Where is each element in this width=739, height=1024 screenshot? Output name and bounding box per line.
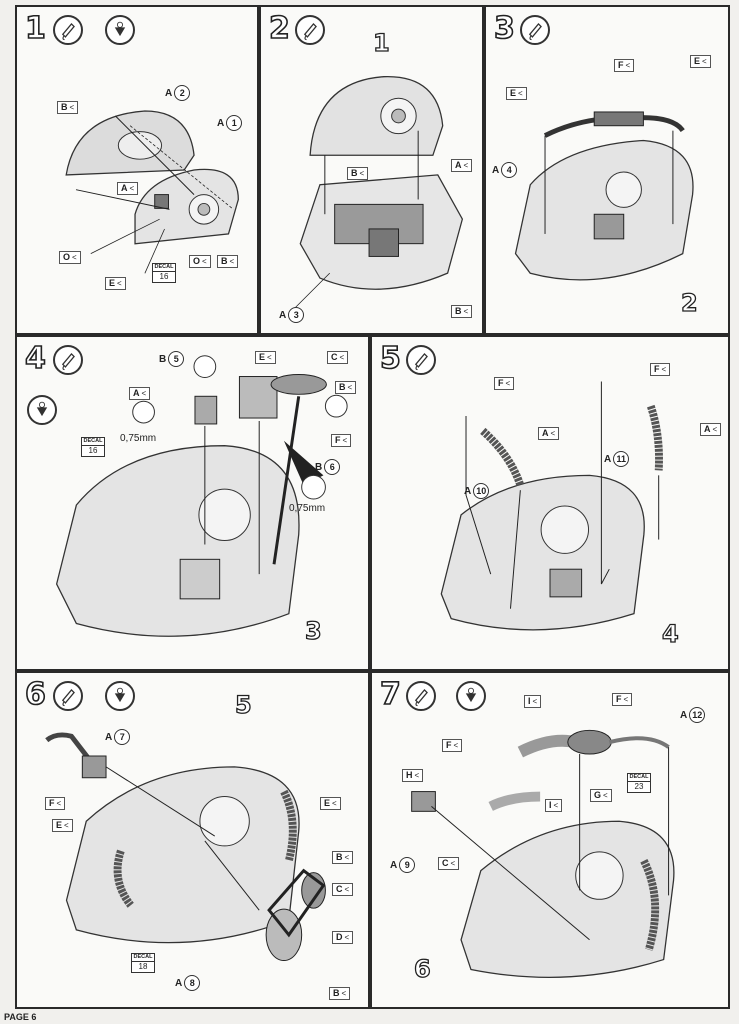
part-flag: F< xyxy=(494,377,515,390)
step-1-drawing xyxy=(65,110,239,274)
part-flag: I< xyxy=(524,695,542,708)
paint-icon xyxy=(456,681,486,711)
part-flag: F< xyxy=(614,59,635,72)
part-flag: B< xyxy=(347,167,369,180)
measurement-label: 0,75mm xyxy=(120,433,157,444)
step-3-drawing xyxy=(514,111,694,281)
part-flag: E< xyxy=(506,87,527,100)
part-flag: F< xyxy=(612,693,633,706)
step-number: 3 xyxy=(493,10,515,47)
part-flag: A< xyxy=(700,423,722,436)
step-number: 6 xyxy=(24,676,46,713)
paint-icon xyxy=(105,681,135,711)
step-7-drawing xyxy=(411,729,675,978)
part-flag: H< xyxy=(402,769,424,782)
part-flag: D< xyxy=(332,931,354,944)
part-flag: E< xyxy=(320,797,341,810)
step-number: 2 xyxy=(268,10,290,47)
part-flag: B< xyxy=(57,101,79,114)
part-flag: O< xyxy=(189,255,211,268)
part-flag: A< xyxy=(451,159,473,172)
step-number: 7 xyxy=(379,676,401,713)
part-flag: B< xyxy=(217,255,239,268)
glue-icon xyxy=(53,345,83,375)
part-flag: I< xyxy=(545,799,563,812)
reference-number: 6 xyxy=(413,954,431,983)
page-number: PAGE 6 xyxy=(4,1012,37,1022)
step-4-drawing xyxy=(55,355,348,637)
part-flag: F< xyxy=(45,797,66,810)
paint-icon xyxy=(105,15,135,45)
part-flag: A< xyxy=(538,427,560,440)
part-flag: F< xyxy=(650,363,671,376)
reference-number: 5 xyxy=(234,690,252,719)
part-flag: A< xyxy=(129,387,151,400)
step-number: 5 xyxy=(379,340,401,377)
glue-icon xyxy=(53,681,83,711)
part-flag: B< xyxy=(332,851,354,864)
part-flag: C< xyxy=(327,351,349,364)
reference-number: 4 xyxy=(661,619,679,648)
glue-icon xyxy=(406,681,436,711)
step-6-drawing xyxy=(45,732,326,962)
part-flag: F< xyxy=(331,434,352,447)
reference-number: 2 xyxy=(680,288,698,317)
part-flag: B< xyxy=(329,987,351,1000)
step-number: 1 xyxy=(24,10,46,47)
reference-number: 1 xyxy=(372,28,390,57)
part-flag: E< xyxy=(690,55,711,68)
step-5-drawing xyxy=(440,381,663,631)
reference-number: 3 xyxy=(304,616,322,645)
glue-icon xyxy=(406,345,436,375)
part-flag: A< xyxy=(117,182,139,195)
paint-icon xyxy=(27,395,57,425)
glue-icon xyxy=(295,15,325,45)
part-flag: C< xyxy=(438,857,460,870)
glue-icon xyxy=(520,15,550,45)
part-flag: G< xyxy=(590,789,612,802)
part-flag: E< xyxy=(52,819,73,832)
part-flag: C< xyxy=(332,883,354,896)
part-flag: E< xyxy=(255,351,276,364)
part-flag: E< xyxy=(105,277,126,290)
glue-icon xyxy=(53,15,83,45)
measurement-label: 0,75mm xyxy=(289,503,326,514)
part-flag: B< xyxy=(451,305,473,318)
part-flag: O< xyxy=(59,251,81,264)
step-number: 4 xyxy=(24,340,46,377)
step-2-drawing xyxy=(295,76,464,308)
part-flag: B< xyxy=(335,381,357,394)
part-flag: F< xyxy=(442,739,463,752)
